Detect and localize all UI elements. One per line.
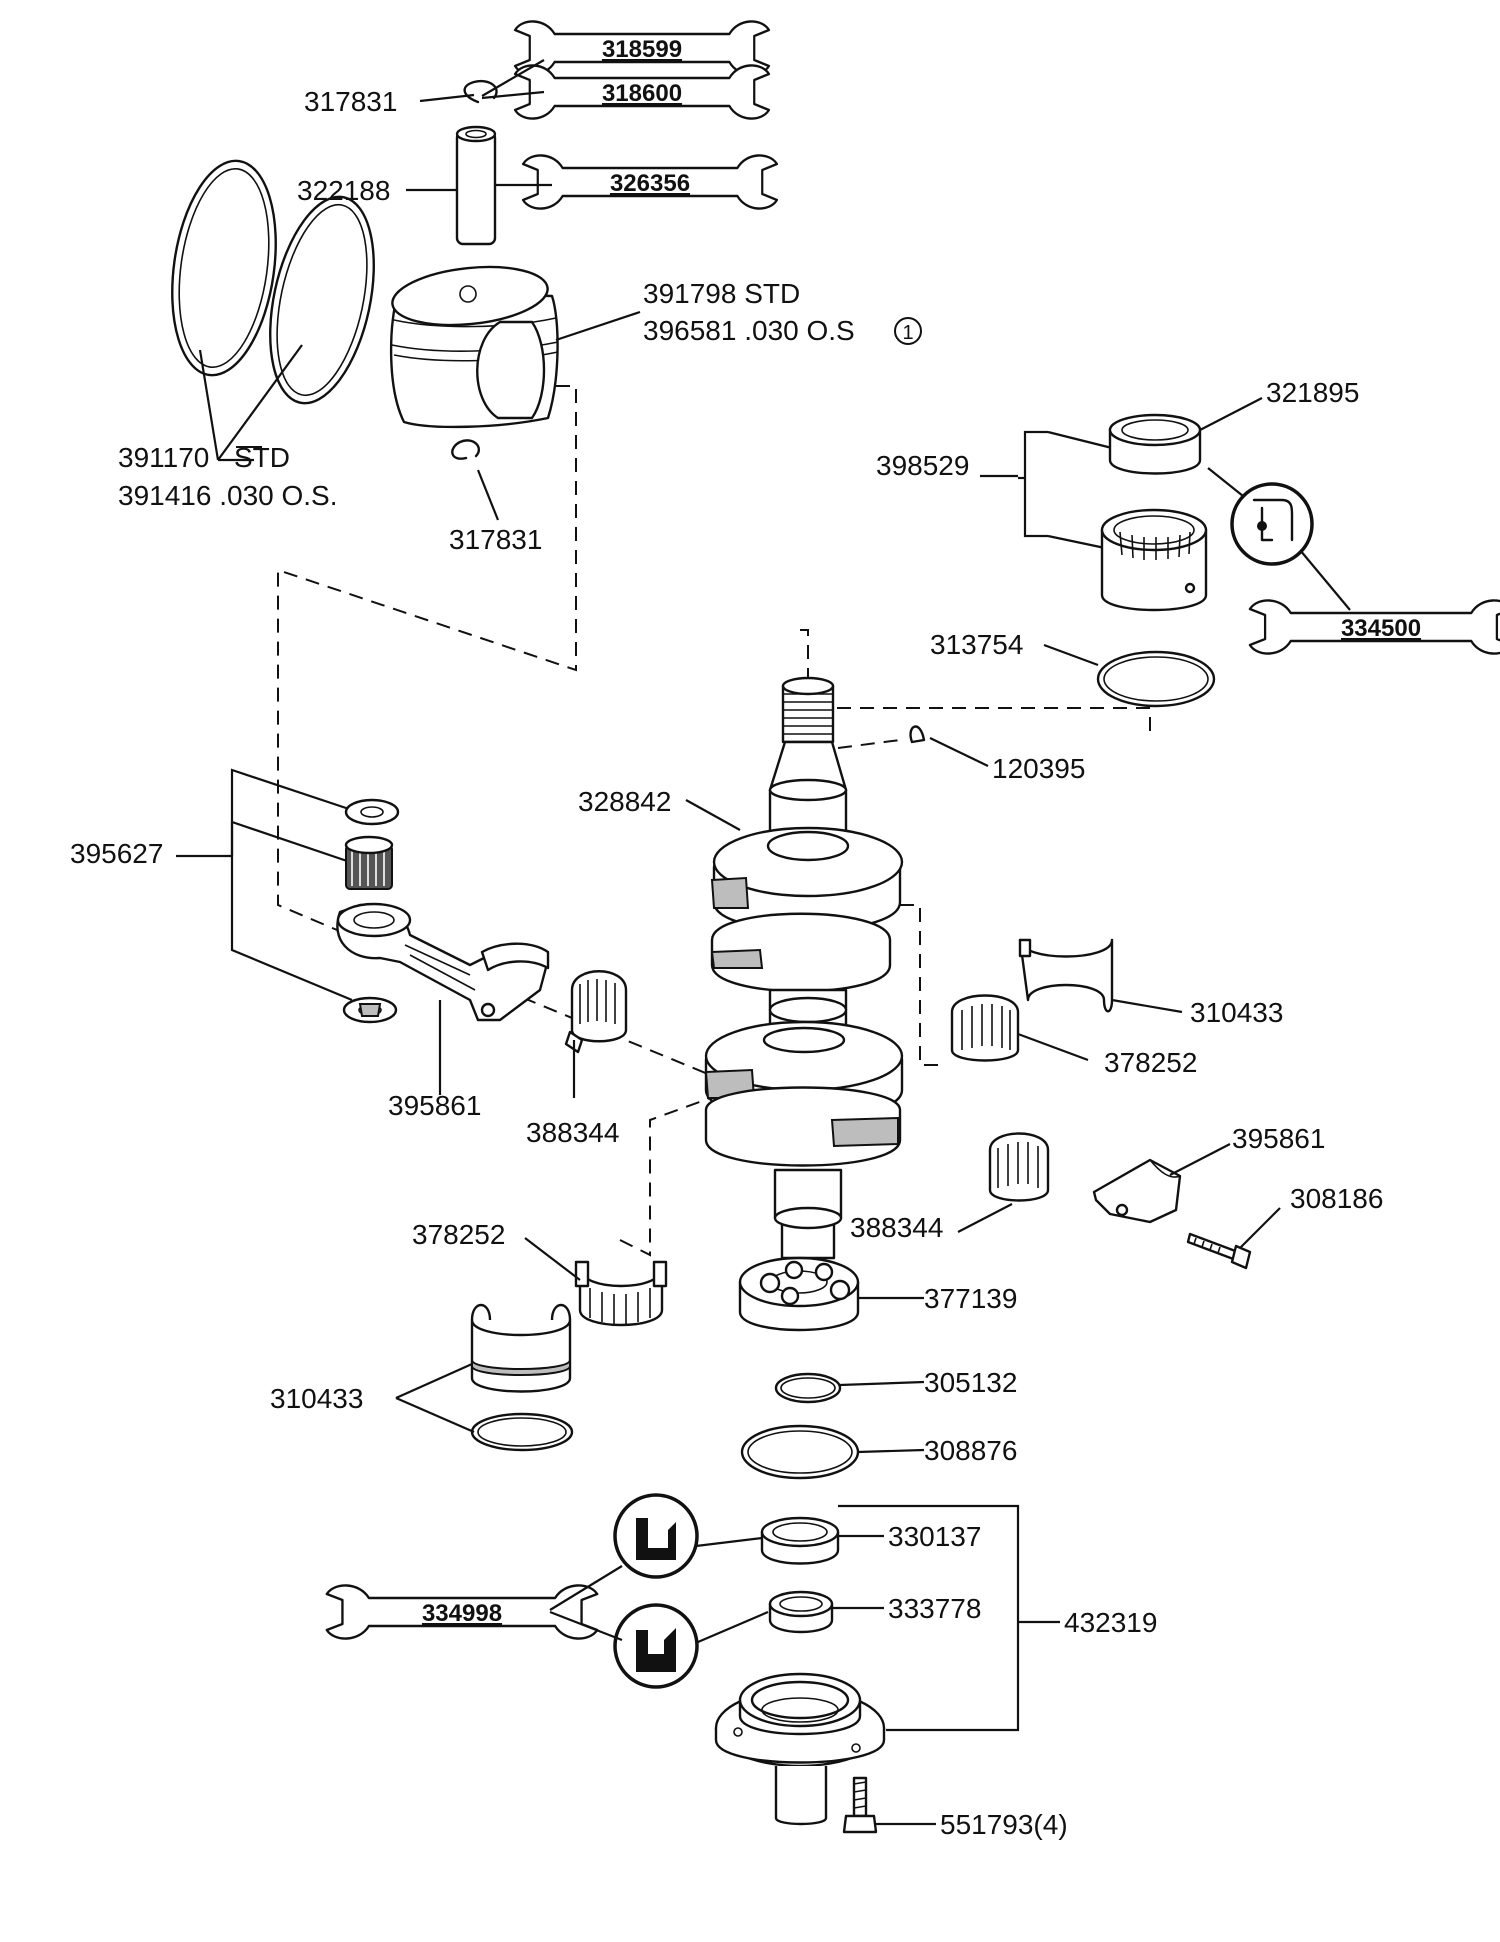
needle-cage-right xyxy=(950,994,1020,1062)
label-rings-os: 391416 .030 O.S. xyxy=(118,480,338,511)
note-1-icon: 1 xyxy=(894,317,922,345)
label-378252-right: 378252 xyxy=(1104,1047,1197,1078)
label-432319: 432319 xyxy=(1064,1607,1157,1638)
label-308876: 308876 xyxy=(924,1435,1017,1466)
thrust-washer-bottom xyxy=(342,996,398,1024)
wrist-pin-needle-bearing xyxy=(344,835,394,890)
o-ring-308876 xyxy=(740,1424,860,1480)
piston xyxy=(389,265,559,429)
label-313754: 313754 xyxy=(930,629,1023,660)
note-1-label: 1 xyxy=(902,322,913,344)
sealant-icon xyxy=(613,1603,699,1689)
retaining-ring-305132 xyxy=(774,1372,842,1404)
rod-cap-screw xyxy=(1186,1232,1252,1270)
label-388344-left: 388344 xyxy=(526,1117,619,1148)
seal-321895 xyxy=(1108,413,1202,475)
tool-334500-label: 334500 xyxy=(1341,615,1421,642)
label-310433-left: 310433 xyxy=(270,1383,363,1414)
tool-318599-label: 318599 xyxy=(602,36,682,63)
label-398529: 398529 xyxy=(876,450,969,481)
thrust-washer-top xyxy=(344,798,400,826)
label-378252-left: 378252 xyxy=(412,1219,505,1250)
label-310433-right: 310433 xyxy=(1190,997,1283,1028)
seal-330137 xyxy=(760,1516,840,1565)
sealant-icon xyxy=(613,1493,699,1579)
wrist-pin xyxy=(455,125,497,246)
main-bearing-race-right-upper xyxy=(1018,938,1114,1013)
label-piston-std: 391798 STD xyxy=(643,278,800,309)
needle-bearing-398529 xyxy=(1100,508,1208,612)
label-308186: 308186 xyxy=(1290,1183,1383,1214)
label-333778: 333778 xyxy=(888,1593,981,1624)
o-ring-313754 xyxy=(1096,650,1216,708)
label-395861-left: 395861 xyxy=(388,1090,481,1121)
needle-cage-left xyxy=(574,1260,668,1327)
tool-326356: 326356 xyxy=(521,154,779,210)
rod-bearing-cage-upper xyxy=(564,970,628,1054)
label-120395: 120395 xyxy=(992,753,1085,784)
label-395627: 395627 xyxy=(70,838,163,869)
label-330137: 330137 xyxy=(888,1521,981,1552)
label-328842: 328842 xyxy=(578,786,671,817)
label-317831-bottom: 317831 xyxy=(449,524,542,555)
bearing-housing xyxy=(714,1672,886,1826)
label-305132: 305132 xyxy=(924,1367,1017,1398)
rod-bearing-cage-lower xyxy=(988,1132,1050,1202)
tool-334998: 334998 xyxy=(325,1584,599,1640)
main-bearing-race-left xyxy=(470,1303,572,1393)
connecting-rod xyxy=(336,902,550,1022)
tool-318599: 318599 xyxy=(513,20,771,76)
label-322188: 322188 xyxy=(297,175,390,206)
label-391170: 391170 xyxy=(118,442,209,473)
label-321895: 321895 xyxy=(1266,377,1359,408)
retaining-ring-bottom xyxy=(451,439,481,460)
ball-bearing xyxy=(738,1256,860,1332)
rod-cap xyxy=(1092,1158,1182,1224)
label-551793: 551793(4) xyxy=(940,1809,1068,1840)
label-piston-os: 396581 .030 O.S xyxy=(643,315,855,346)
lubricant-icon xyxy=(1230,482,1314,566)
label-377139: 377139 xyxy=(924,1283,1017,1314)
woodruff-key xyxy=(909,725,926,744)
hex-bolt xyxy=(842,1776,878,1834)
tool-318600: 318600 xyxy=(513,64,771,120)
tool-334500: 334500 xyxy=(1248,599,1500,655)
piston-ring-2 xyxy=(269,195,375,405)
label-395861-right: 395861 xyxy=(1232,1123,1325,1154)
crankshaft xyxy=(704,676,904,1260)
label-317831-top: 317831 xyxy=(304,86,397,117)
seal-333778 xyxy=(768,1590,834,1634)
tool-334998-label: 334998 xyxy=(422,1600,502,1627)
piston-ring-1 xyxy=(171,159,277,377)
retaining-ring-left xyxy=(470,1412,574,1452)
label-388344-right: 388344 xyxy=(850,1212,943,1243)
tool-326356-label: 326356 xyxy=(610,170,690,197)
tool-318600-label: 318600 xyxy=(602,80,682,107)
